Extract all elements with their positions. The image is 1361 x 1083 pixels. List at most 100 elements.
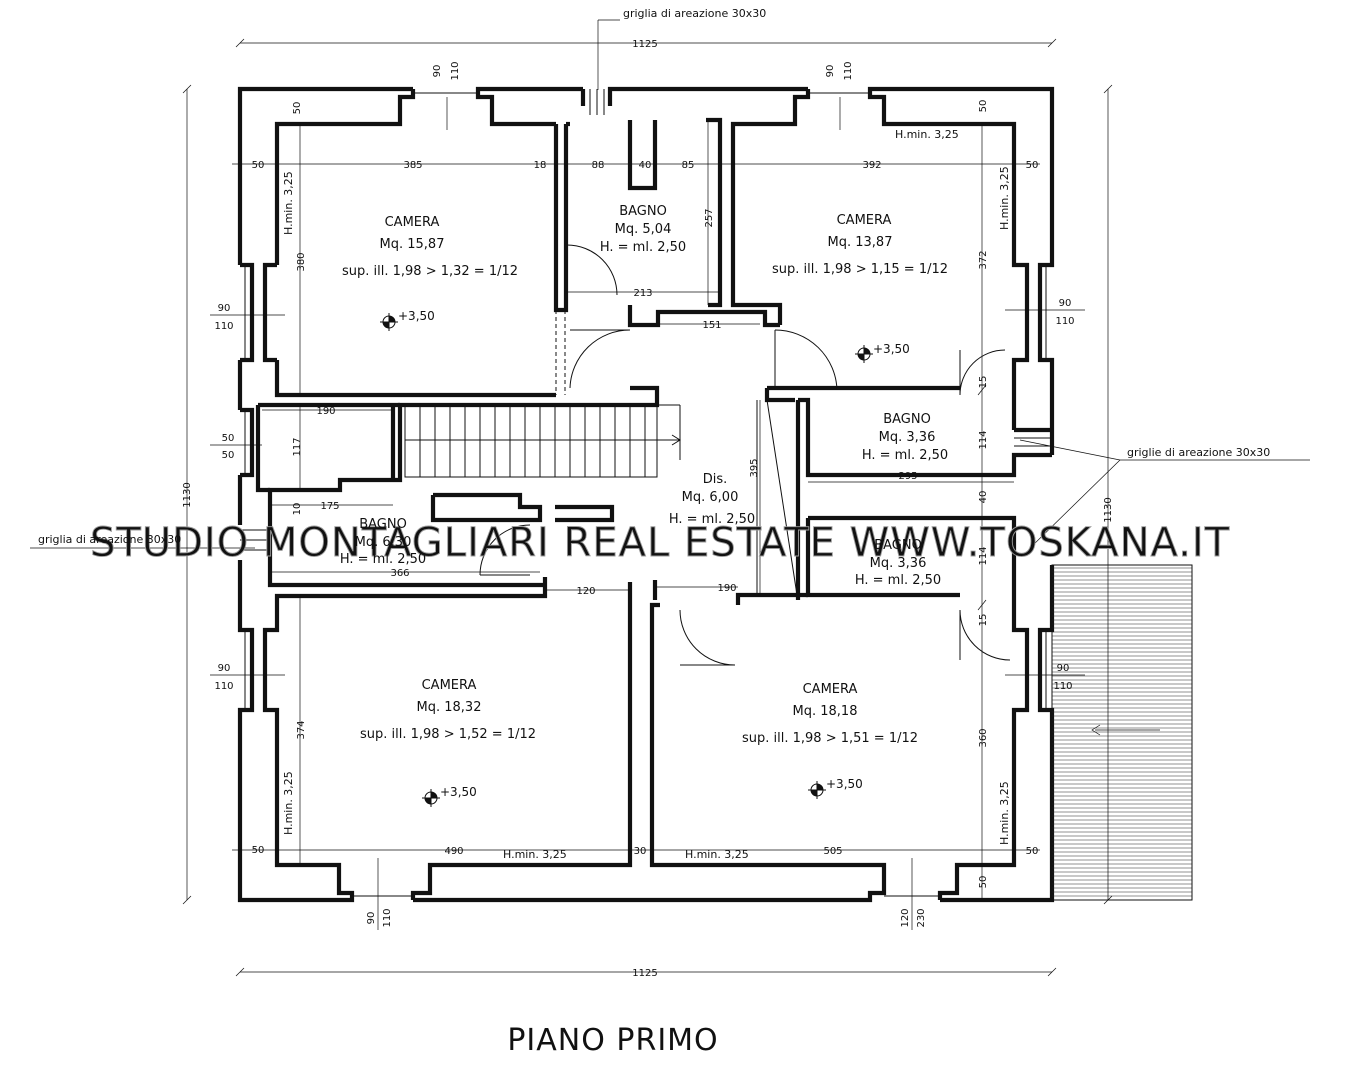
room-name: Dis.: [703, 472, 728, 487]
height-note: H.min. 3,25: [685, 848, 749, 861]
room-name: BAGNO: [874, 538, 922, 553]
dim-text: 110: [1053, 681, 1072, 692]
dim-text: 10: [292, 503, 303, 516]
dim-text: 110: [1055, 316, 1074, 327]
thin-lines: [240, 89, 1193, 901]
dim-text: 1130: [182, 482, 193, 507]
dim-text: 110: [382, 908, 393, 927]
room-name: CAMERA: [837, 213, 892, 228]
room-name: CAMERA: [803, 682, 858, 697]
terrace-hatching: [1052, 567, 1192, 897]
room-area: Mq. 5,04: [615, 222, 672, 237]
dim-text: 50: [222, 433, 235, 444]
room-name: BAGNO: [359, 517, 407, 532]
dim-text: 90: [1059, 298, 1072, 309]
dim-text: 120: [576, 586, 595, 597]
room-area: Mq. 13,87: [828, 235, 893, 250]
room-extra: H. = ml. 2,50: [862, 448, 948, 463]
dim-text: 110: [843, 61, 854, 80]
room-area: Mq. 3,36: [870, 556, 927, 571]
height-note: H.min. 3,25: [998, 166, 1011, 230]
dim-text: 114: [978, 430, 989, 449]
dim-text: 85: [682, 160, 695, 171]
room-name: CAMERA: [422, 678, 477, 693]
dim-text: 90: [218, 303, 231, 314]
dim-text: 120: [900, 908, 911, 927]
height-notes: H.min. 3,25 H.min. 3,25 H.min. 3,25 H.mi…: [282, 128, 1011, 861]
dim-text: 372: [978, 250, 989, 269]
dim-text: 110: [214, 681, 233, 692]
vent-note: griglie di areazione 30x30: [1127, 446, 1270, 459]
vent-note: griglia di areazione 30x30: [623, 7, 766, 20]
room-extra: H. = ml. 2,50: [669, 512, 755, 527]
dim-text: 110: [214, 321, 233, 332]
room-extra: H. = ml. 2,50: [600, 240, 686, 255]
dim-text: 114: [978, 546, 989, 565]
dim-text: 18: [534, 160, 547, 171]
dim-text: 505: [823, 846, 842, 857]
plan-title: PIANO PRIMO: [507, 1023, 718, 1058]
dim-text: 50: [1026, 160, 1039, 171]
vent-note: griglia di areazione 30x30: [38, 533, 181, 546]
room-area: Mq. 15,87: [380, 237, 445, 252]
dim-text: 90: [432, 65, 443, 78]
dimension-lines: [30, 19, 1310, 977]
height-note: H.min. 3,25: [503, 848, 567, 861]
dim-text: 175: [320, 501, 339, 512]
room-name: CAMERA: [385, 215, 440, 230]
level-markers: +3,50 +3,50 +3,50 +3,50: [380, 309, 910, 807]
dim-text: 1130: [1103, 497, 1114, 522]
dim-text: 50: [222, 450, 235, 461]
dim-text: 360: [978, 728, 989, 747]
level-label: +3,50: [398, 309, 435, 323]
room-labels: CAMERA Mq. 15,87 sup. ill. 1,98 > 1,32 =…: [340, 204, 948, 746]
room-extra: H. = ml. 2,50: [855, 573, 941, 588]
level-label: +3,50: [873, 342, 910, 356]
dim-text: 366: [390, 568, 409, 579]
dim-text: 90: [218, 663, 231, 674]
room-name: BAGNO: [619, 204, 667, 219]
level-label: +3,50: [440, 785, 477, 799]
height-note: H.min. 3,25: [895, 128, 959, 141]
dim-text: 40: [978, 491, 989, 504]
dim-text: 50: [978, 100, 989, 113]
room-extra: H. = ml. 2,50: [340, 552, 426, 567]
dim-text: 295: [898, 471, 917, 482]
vent-notes: griglia di areazione 30x30 griglie di ar…: [38, 7, 1270, 546]
level-marker-icon: [855, 345, 873, 363]
dim-text: 213: [633, 288, 652, 299]
level-marker-icon: [380, 313, 398, 331]
room-area: Mq. 6,30: [355, 535, 412, 550]
dim-text: 40: [639, 160, 652, 171]
level-label: +3,50: [826, 777, 863, 791]
level-marker-icon: [808, 781, 826, 799]
dim-text: 395: [749, 458, 760, 477]
room-area: Mq. 6,00: [682, 490, 739, 505]
room-extra: sup. ill. 1,98 > 1,52 = 1/12: [360, 727, 536, 742]
dim-text: 110: [450, 61, 461, 80]
room-extra: sup. ill. 1,98 > 1,15 = 1/12: [772, 262, 948, 277]
dim-text: 50: [252, 160, 265, 171]
dim-text: 117: [292, 437, 303, 456]
dim-text: 490: [444, 846, 463, 857]
door-swings: [479, 244, 1011, 666]
room-area: Mq. 18,18: [793, 704, 858, 719]
room-name: BAGNO: [883, 412, 931, 427]
level-marker-icon: [422, 789, 440, 807]
room-area: Mq. 18,32: [417, 700, 482, 715]
dim-text: 1125: [632, 968, 657, 979]
height-note: H.min. 3,25: [998, 781, 1011, 845]
dim-text: 1125: [632, 39, 657, 50]
height-note: H.min. 3,25: [282, 171, 295, 235]
dim-text: 257: [704, 208, 715, 227]
height-note: H.min. 3,25: [282, 771, 295, 835]
dim-text: 374: [296, 720, 307, 739]
dim-text: 392: [862, 160, 881, 171]
dim-text: 50: [292, 102, 303, 115]
dim-text: 151: [702, 320, 721, 331]
dim-text: 385: [403, 160, 422, 171]
dim-text: 190: [316, 406, 335, 417]
interior-walls: [255, 117, 1052, 605]
dim-text: 190: [717, 583, 736, 594]
